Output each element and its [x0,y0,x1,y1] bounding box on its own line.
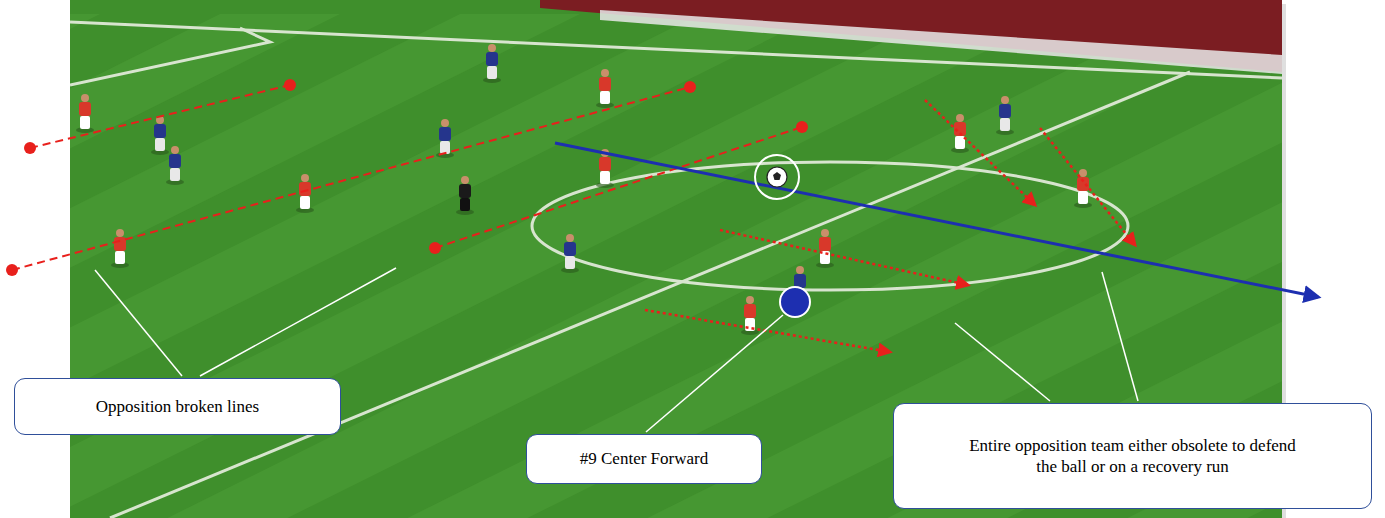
player-head [488,44,496,52]
player-legs [600,91,610,104]
player [111,229,129,268]
player-legs [170,168,180,181]
player-head [566,234,574,242]
callout-box: Opposition broken lines [14,378,341,435]
player-head [956,114,964,122]
penalty-box-line [70,28,270,85]
callout-text: Entire opposition team either obsolete t… [958,435,1308,478]
player-shirt [154,124,166,138]
player-shirt [819,237,831,251]
recovery-run-arrow [925,100,1035,205]
player-head [746,296,754,304]
player-shirt [169,154,181,168]
player-legs [600,171,610,184]
player [816,229,834,268]
leader-line [955,323,1050,401]
player-shirt [114,237,126,251]
touchline [70,22,1282,78]
player-shirt [564,242,576,256]
player [296,174,314,213]
player-shirt [794,274,806,288]
player-head [461,176,469,184]
advertising-boards [600,10,1282,74]
player-shirt [599,157,611,171]
football [767,167,787,187]
ball-ring [755,155,799,199]
player-legs [300,196,310,209]
callout-text: #9 Center Forward [580,448,708,469]
grass-stripe [820,14,1282,518]
center-circle [532,162,1128,290]
player-head [301,174,309,182]
line-end-dot [6,264,18,276]
recovery-run-arrow [645,310,890,352]
player-shirt [79,102,91,116]
player-shirt [999,104,1011,118]
player [483,44,501,83]
leader-line [1102,272,1138,401]
center-forward-marker [780,287,810,317]
player [741,296,759,335]
player-legs [487,66,497,79]
recovery-run-arrow [1040,128,1135,245]
player-head [81,94,89,102]
player [76,94,94,133]
player [166,146,184,185]
player [456,176,474,215]
player-shirt [439,127,451,141]
player [596,69,614,108]
line-end-dot [796,121,808,133]
player-legs [155,138,165,151]
player-legs [565,256,575,269]
football-patch [773,172,781,180]
player-legs [115,251,125,264]
player [996,96,1014,135]
midfield-line [12,87,690,270]
line-end-dot [24,142,36,154]
player-legs [1000,118,1010,131]
line-end-dot [284,79,296,91]
player-legs [460,198,470,211]
callout-text: Opposition broken lines [96,396,259,417]
recovery-run-arrow [720,230,968,285]
grass-stripes [70,14,1282,518]
player-head [441,119,449,127]
player-shirt [299,182,311,196]
player-shirt [744,304,756,318]
defensive-line [30,85,290,148]
player-head [116,229,124,237]
player-head [601,69,609,77]
player-shirt [486,52,498,66]
callout-box: Entire opposition team either obsolete t… [893,403,1372,509]
player-head [171,146,179,154]
player-shirt [599,77,611,91]
player-shirt [459,184,471,198]
players [76,44,1092,335]
player-legs [440,141,450,154]
leader-line [200,268,396,376]
callout-box: #9 Center Forward [526,434,762,484]
leader-line [95,270,182,376]
player [151,116,169,155]
pass-arrow [555,143,1318,297]
player-head [1001,96,1009,104]
player-head [796,266,804,274]
recovery-runs [645,100,1135,352]
line-end-dot [684,81,696,93]
player-legs [1078,191,1088,204]
player [561,234,579,273]
leader-line [646,315,783,432]
line-end-dot [429,242,441,254]
red-dashed-lines [6,79,808,276]
forward-line [435,127,802,248]
player-legs [80,116,90,129]
player-head [821,229,829,237]
